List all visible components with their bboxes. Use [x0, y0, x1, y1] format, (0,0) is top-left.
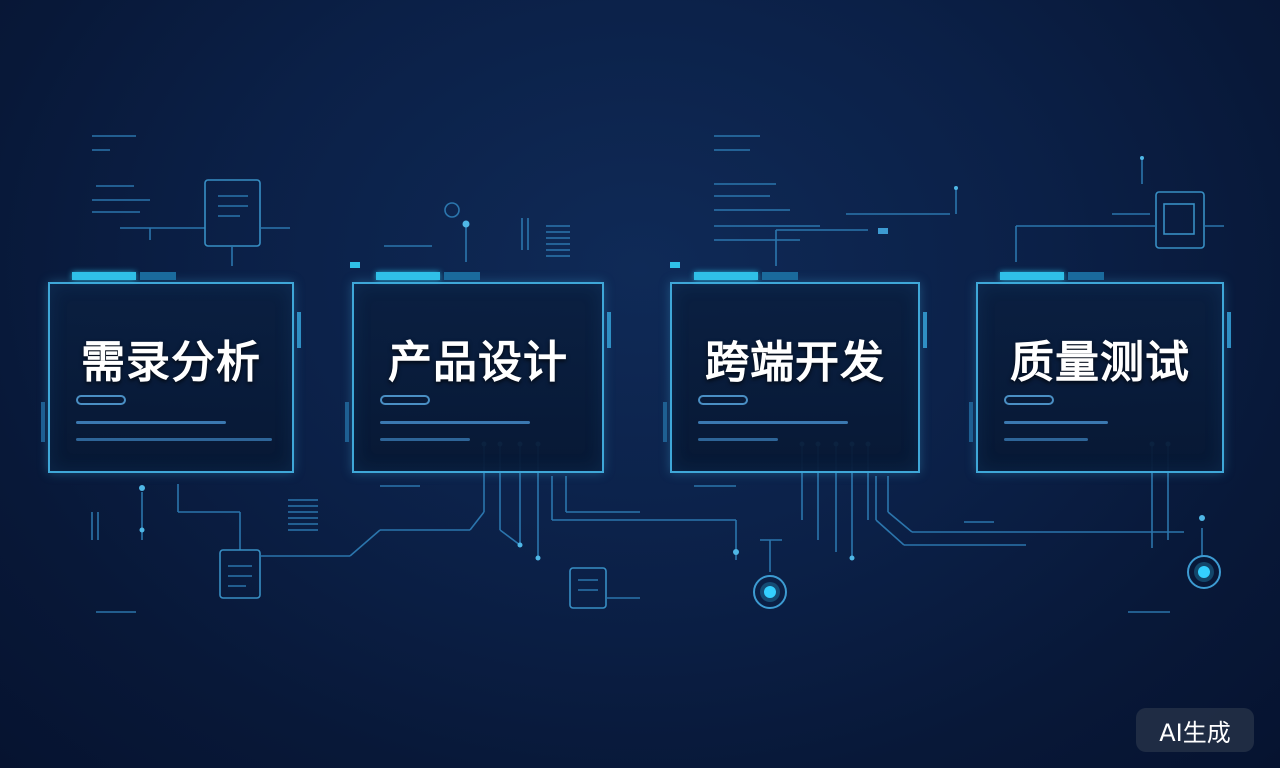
- card-tab-accent-secondary: [762, 272, 798, 280]
- stage-card-design[interactable]: 产品设计: [345, 272, 611, 473]
- card-side-accent-left: [345, 402, 349, 442]
- placeholder-line: [76, 438, 272, 441]
- placeholder-line: [1004, 438, 1088, 441]
- placeholder-line: [698, 438, 778, 441]
- stage-card-requirements[interactable]: 需录分析: [41, 272, 301, 473]
- card-side-accent-left: [41, 402, 45, 442]
- card-tab-accent-secondary: [140, 272, 176, 280]
- stage-title: 质量测试: [1010, 337, 1190, 388]
- card-side-accent: [297, 312, 301, 348]
- stage-card-development[interactable]: 跨端开发: [663, 272, 927, 473]
- placeholder-pill: [76, 395, 126, 405]
- card-side-accent: [607, 312, 611, 348]
- placeholder-pill: [1004, 395, 1054, 405]
- card-side-accent-left: [663, 402, 667, 442]
- placeholder-pill: [698, 395, 748, 405]
- placeholder-line: [698, 421, 848, 424]
- placeholder-line: [1004, 421, 1108, 424]
- stage-title: 需录分析: [81, 337, 261, 388]
- card-tab-accent: [1000, 272, 1064, 280]
- placeholder-line: [380, 438, 470, 441]
- card-tab-accent: [72, 272, 136, 280]
- card-tab-accent: [694, 272, 758, 280]
- card-side-accent-left: [969, 402, 973, 442]
- stage-card-testing[interactable]: 质量测试: [969, 272, 1231, 473]
- card-tab-accent-secondary: [1068, 272, 1104, 280]
- card-side-accent: [1227, 312, 1231, 348]
- card-tab-accent: [376, 272, 440, 280]
- stage-title: 跨端开发: [705, 337, 885, 388]
- ai-generated-badge: AI生成: [1136, 708, 1254, 752]
- placeholder-pill: [380, 395, 430, 405]
- stage-title: 产品设计: [388, 337, 568, 388]
- placeholder-line: [76, 421, 226, 424]
- card-tab-accent-secondary: [444, 272, 480, 280]
- card-side-accent: [923, 312, 927, 348]
- placeholder-line: [380, 421, 530, 424]
